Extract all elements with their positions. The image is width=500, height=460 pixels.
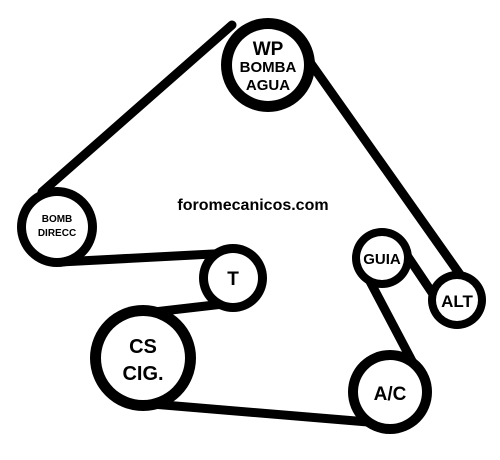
belt-segment-bomb-wp [37, 20, 237, 197]
wp-label-1: WP [253, 39, 284, 60]
wp-label-2: BOMBA [240, 59, 297, 76]
bomb-label-2: DIRECC [38, 228, 76, 239]
wp-label-3: AGUA [246, 77, 290, 94]
belt [37, 20, 483, 428]
pulley-crankshaft: CS CIG. [90, 305, 196, 411]
bomb-label-1: BOMB [42, 214, 73, 225]
pulley-water-pump: WP BOMBA AGUA [221, 18, 315, 112]
ac-label: A/C [374, 384, 407, 405]
belt-segment-ac-cs [135, 398, 385, 428]
pulley-power-steering: BOMB DIRECC [17, 187, 97, 267]
cs-label-1: CS [129, 336, 157, 358]
belt-segment-t-bomb [55, 248, 237, 267]
watermark-text: foromecanicos.com [177, 197, 328, 214]
pulley-tensioner: T [199, 244, 267, 312]
t-label: T [227, 269, 239, 290]
pulley-ac-compressor: A/C [348, 350, 432, 434]
pulley-alternator: ALT [428, 271, 486, 329]
cs-label-2: CIG. [122, 363, 163, 385]
guia-label: GUIA [363, 251, 401, 268]
pulley-idler: GUIA [352, 228, 412, 288]
alt-label: ALT [441, 292, 473, 311]
belt-segment-wp-alt [302, 53, 483, 305]
